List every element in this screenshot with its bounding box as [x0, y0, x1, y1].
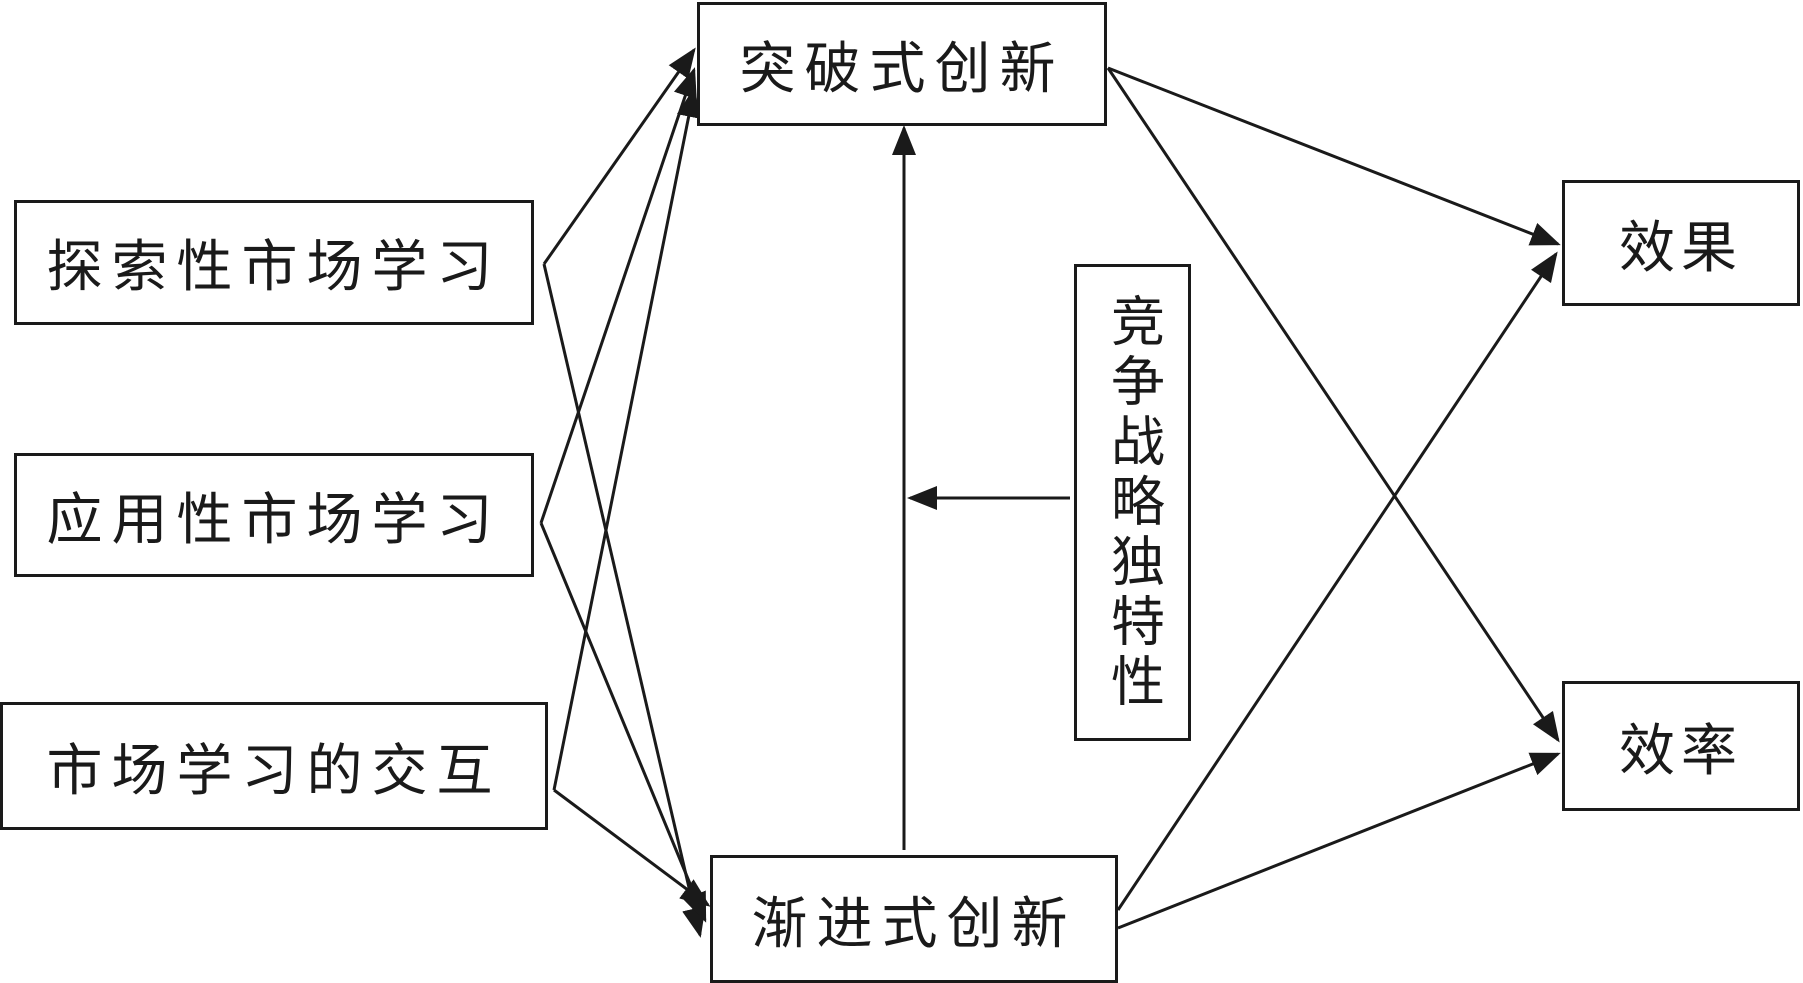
- edge-exploitative-to-radical: [539, 67, 697, 524]
- edge-incremental-to-effectiveness: [1116, 251, 1558, 911]
- node-incremental-innovation: 渐进式创新: [710, 855, 1118, 983]
- node-exploitative-learning: 应用性市场学习: [14, 453, 534, 577]
- edge-interaction-to-incremental: [553, 788, 711, 907]
- edge-interaction-to-radical: [552, 87, 701, 791]
- edge-exploitative-to-incremental: [539, 522, 707, 923]
- node-effectiveness: 效果: [1562, 180, 1800, 306]
- node-exploratory-learning: 探索性市场学习: [14, 200, 534, 325]
- node-efficiency: 效率: [1562, 681, 1800, 811]
- edge-radical-to-effectiveness: [1107, 66, 1561, 246]
- strategy-uniqueness-label: 竞争战略独特性: [1101, 292, 1165, 713]
- edge-radical-to-efficiency: [1106, 67, 1560, 743]
- node-learning-interaction: 市场学习的交互: [0, 702, 548, 830]
- node-radical-innovation: 突破式创新: [697, 2, 1107, 126]
- node-strategy-uniqueness: 竞争战略独特性: [1074, 264, 1191, 741]
- edge-incremental-to-efficiency: [1117, 752, 1561, 930]
- edge-exploratory-to-incremental: [542, 263, 706, 938]
- edge-exploratory-to-radical: [542, 47, 696, 265]
